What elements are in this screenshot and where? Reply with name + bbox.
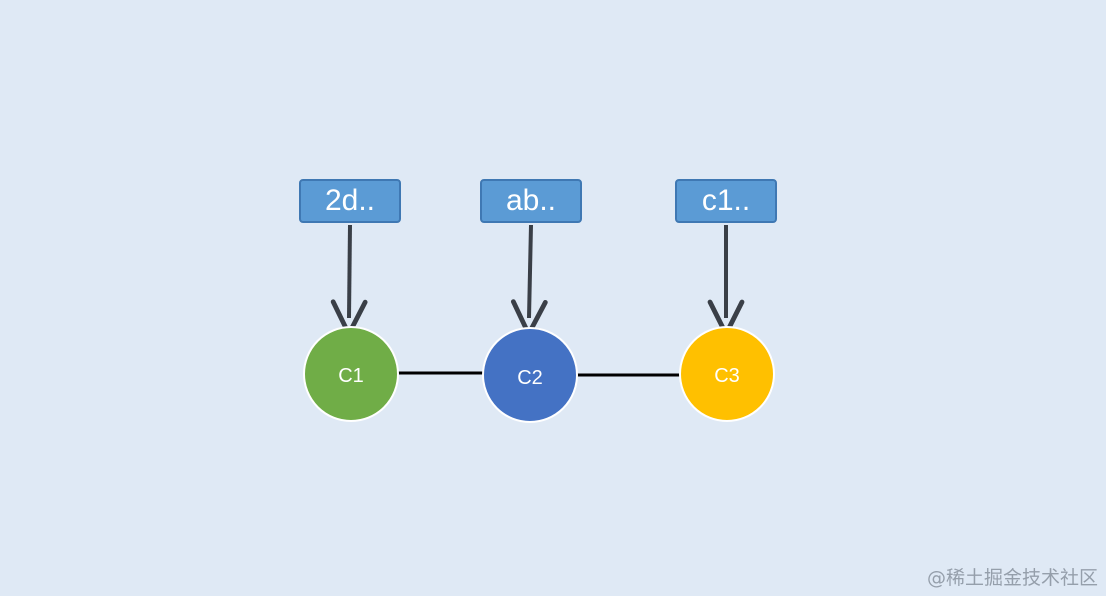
hash-box-3: c1.. [675, 179, 777, 223]
hash-box-1: 2d.. [299, 179, 401, 223]
watermark-text: @稀土掘金技术社区 [926, 567, 1098, 589]
commit-label-c1: C1 [338, 365, 364, 387]
arrow-ab-to-c2 [510, 224, 548, 337]
commit-label-c2: C2 [517, 367, 543, 389]
commit-node-c3 [679, 326, 775, 422]
hash-box-2: ab.. [480, 179, 582, 223]
commit-node-c1 [303, 326, 399, 422]
arrow-2d-to-c1 [330, 224, 368, 337]
commit-label-c3: C3 [714, 365, 740, 387]
commit-node-c2 [482, 327, 578, 423]
